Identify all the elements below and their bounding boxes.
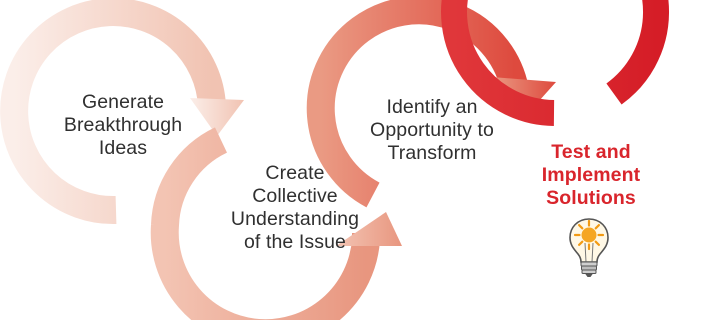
step-2-label: Create Collective Understanding of the I… [215, 162, 375, 254]
step-1-line-3: Ideas [98, 137, 148, 159]
step-1-line-1: Generate [81, 91, 165, 113]
step-1-line-2: Breakthrough [63, 114, 183, 136]
ring-step-2 [150, 127, 402, 320]
step-1-label: Generate Breakthrough Ideas [48, 91, 198, 160]
ring-step-4 [441, 0, 669, 126]
step-3-line-3: Transform [387, 142, 477, 164]
ring-step-1 [0, 0, 244, 225]
step-4-line-1: Test and [551, 141, 631, 163]
step-4-line-2: Implement [541, 164, 641, 186]
step-3-line-1: Identify an [386, 96, 478, 118]
step-3-line-2: Opportunity to [370, 119, 494, 141]
step-4-line-3: Solutions [546, 187, 636, 209]
step-2-line-2: Collective [252, 185, 338, 207]
step-2-line-1: Create [265, 162, 325, 184]
step-2-line-3: Understanding [230, 208, 360, 230]
step-2-line-4: of the Issue [243, 231, 346, 253]
step-3-label: Identify an Opportunity to Transform [352, 96, 512, 165]
step-4-label: Test and Implement Solutions [516, 141, 666, 210]
lightbulb-icon [569, 218, 609, 277]
